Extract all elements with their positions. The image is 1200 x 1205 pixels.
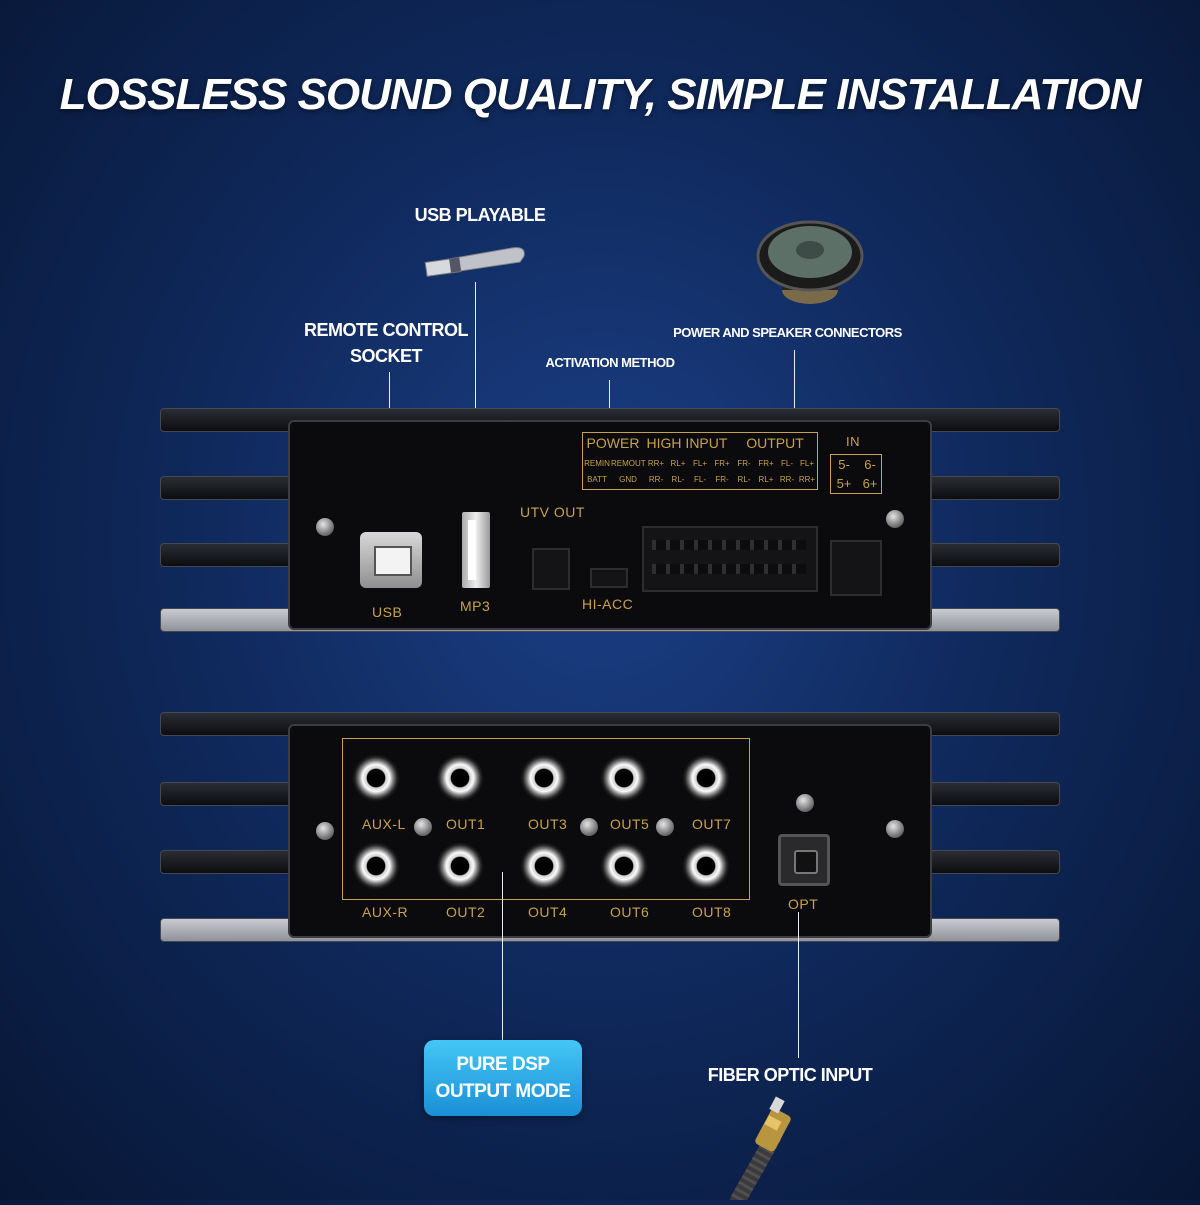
rca-out1[interactable] <box>436 754 484 802</box>
headline: LOSSLESS SOUND QUALITY, SIMPLE INSTALLAT… <box>59 70 1142 119</box>
speaker-icon <box>755 212 865 312</box>
hi-acc-switch[interactable] <box>590 568 628 588</box>
pure-dsp-badge: PURE DSP OUTPUT MODE <box>424 1040 582 1116</box>
input-connector[interactable] <box>830 540 882 596</box>
label-out1: OUT1 <box>446 816 486 832</box>
in-table: 5- 6- 5+ 6+ <box>830 454 882 494</box>
label-out2: OUT2 <box>446 904 486 920</box>
usb-callout-line <box>475 282 476 498</box>
rear-unit: AUX-L OUT1 OUT3 OUT5 OUT7 AUX-R OUT2 OUT… <box>160 712 1060 948</box>
rca-out5[interactable] <box>600 754 648 802</box>
rca-out6[interactable] <box>600 842 648 890</box>
dsp-line2: OUTPUT MODE <box>435 1081 571 1102</box>
optical-input-port[interactable] <box>778 834 830 886</box>
label-aux-r: AUX-R <box>362 904 409 920</box>
rca-aux-r[interactable] <box>352 842 400 890</box>
usb-b-socket[interactable] <box>360 532 422 588</box>
utv-out-label: UTV OUT <box>520 504 585 520</box>
usb-label: USB <box>372 604 403 620</box>
rca-out2[interactable] <box>436 842 484 890</box>
label-out6: OUT6 <box>610 904 650 920</box>
label-out4: OUT4 <box>528 904 568 920</box>
main-harness-connector[interactable] <box>642 526 818 592</box>
usb-stick-icon <box>420 240 530 280</box>
wiring-table: POWER HIGH INPUT OUTPUT REMIN REMOUT RR+… <box>582 432 818 490</box>
power-speaker-label: POWER AND SPEAKER CONNECTORS <box>673 325 902 340</box>
usb-a-port[interactable] <box>462 512 490 588</box>
label-out8: OUT8 <box>692 904 732 920</box>
fiber-optic-label: FIBER OPTIC INPUT <box>707 1065 873 1085</box>
dsp-callout-line <box>502 872 503 1040</box>
label-out3: OUT3 <box>528 816 568 832</box>
rca-out7[interactable] <box>682 754 730 802</box>
rca-out3[interactable] <box>520 754 568 802</box>
fiber-callout-line <box>798 912 799 1058</box>
remote-control-line2: SOCKET <box>349 346 423 366</box>
activation-method-label: ACTIVATION METHOD <box>545 355 675 370</box>
front-unit: USB MP3 UTV OUT HI-ACC POWER HIGH INPUT … <box>160 408 1060 640</box>
remote-control-line1: REMOTE CONTROL <box>304 320 469 340</box>
rca-out8[interactable] <box>682 842 730 890</box>
mp3-label: MP3 <box>460 598 491 614</box>
rca-out4[interactable] <box>520 842 568 890</box>
in-label: IN <box>846 434 860 449</box>
opt-label: OPT <box>788 896 819 912</box>
rear-panel: AUX-L OUT1 OUT3 OUT5 OUT7 AUX-R OUT2 OUT… <box>288 724 932 938</box>
usb-playable-label: USB PLAYABLE <box>414 205 546 225</box>
utv-connector[interactable] <box>532 548 570 590</box>
rca-aux-l[interactable] <box>352 754 400 802</box>
dsp-line1: PURE DSP <box>456 1054 550 1075</box>
label-out7: OUT7 <box>692 816 732 832</box>
front-panel: USB MP3 UTV OUT HI-ACC POWER HIGH INPUT … <box>288 420 932 630</box>
hi-acc-label: HI-ACC <box>582 596 634 612</box>
label-out5: OUT5 <box>610 816 650 832</box>
rca-frame <box>342 738 750 900</box>
label-aux-l: AUX-L <box>362 816 406 832</box>
optical-cable-icon <box>700 1096 810 1205</box>
